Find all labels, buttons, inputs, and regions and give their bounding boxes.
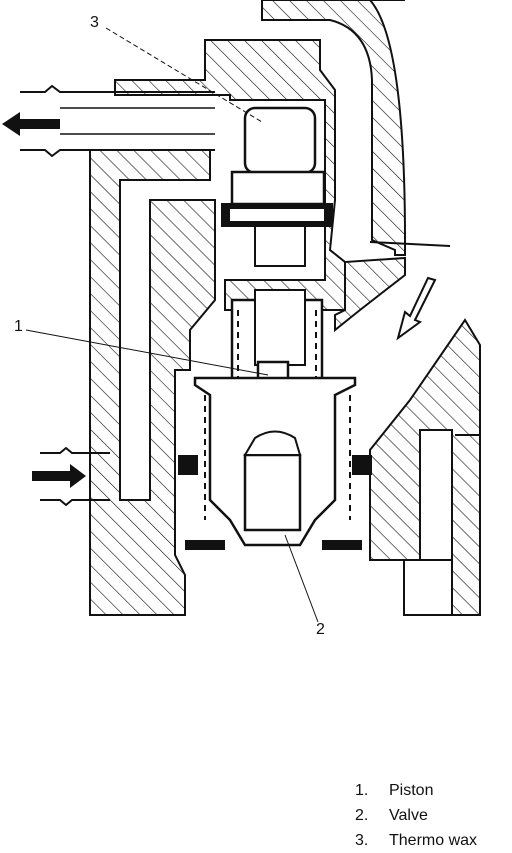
- outlet-pipe: [20, 84, 215, 158]
- housing-left-wall: [89, 149, 216, 616]
- legend-item: 1. Piston: [355, 778, 477, 803]
- thermo-wax-element: [221, 106, 333, 227]
- outlet-flow-arrow: [2, 112, 60, 136]
- legend-label: Valve: [389, 807, 428, 824]
- legend-item: 3. Thermo wax: [355, 828, 477, 853]
- callout-leader-lines: [25, 27, 319, 623]
- legend-number: 2.: [355, 807, 369, 824]
- outer-spring: [204, 395, 351, 520]
- legend-label: Thermo wax: [389, 832, 478, 849]
- upper-right-channel: [261, 0, 451, 256]
- inlet-flow-arrow: [32, 464, 86, 488]
- parts-legend: 1. Piston 2. Valve 3. Thermo wax: [355, 778, 477, 853]
- legend-number: 3.: [355, 832, 369, 849]
- legend-label: Piston: [389, 782, 434, 799]
- thermostat-cross-section-diagram: [2, 0, 481, 623]
- bypass-flow-arrow: [396, 276, 437, 341]
- callout-thermo-wax: 3: [90, 14, 99, 31]
- legend-number: 1.: [355, 782, 369, 799]
- valve: [193, 376, 357, 547]
- housing-right-wall: [334, 256, 481, 616]
- callout-valve: 2: [316, 621, 325, 638]
- legend-item: 2. Valve: [355, 803, 477, 828]
- inlet-pipe: [40, 446, 110, 507]
- callout-piston: 1: [14, 318, 23, 335]
- valve-seat: [178, 455, 372, 550]
